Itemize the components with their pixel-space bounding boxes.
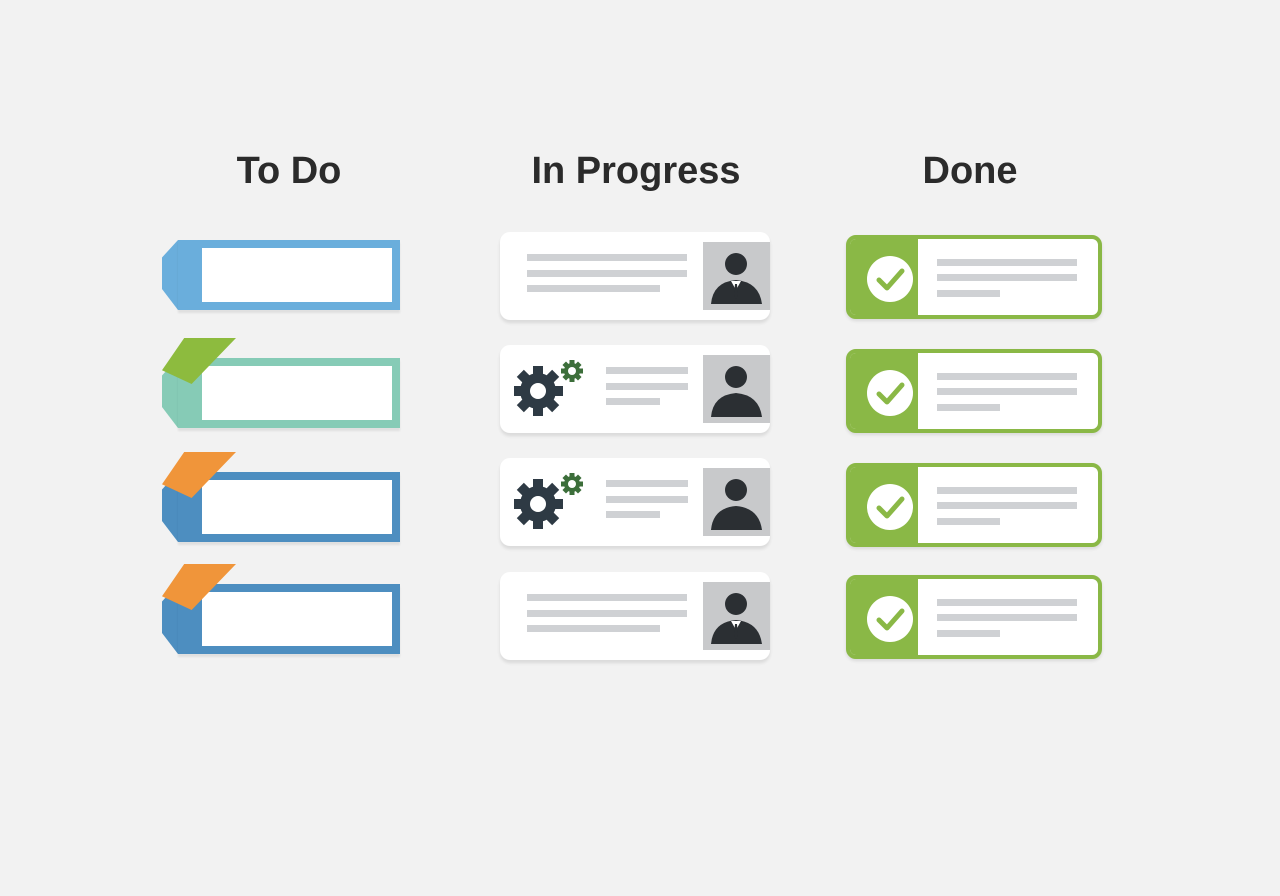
text-line bbox=[527, 625, 660, 632]
text-line bbox=[527, 610, 687, 617]
text-line bbox=[606, 480, 688, 487]
text-line bbox=[937, 290, 1000, 297]
text-line bbox=[937, 259, 1077, 266]
text-line bbox=[527, 254, 687, 261]
avatar bbox=[703, 242, 770, 310]
in-progress-card[interactable] bbox=[500, 232, 770, 320]
column-title-done: Done bbox=[922, 150, 1018, 192]
gears-icon bbox=[514, 360, 583, 416]
text-line bbox=[937, 599, 1077, 606]
card-body bbox=[178, 584, 400, 654]
text-line bbox=[527, 270, 687, 277]
text-line bbox=[937, 373, 1077, 380]
avatar bbox=[703, 582, 770, 650]
text-line bbox=[937, 614, 1077, 621]
text-line bbox=[937, 518, 1000, 525]
text-line bbox=[937, 487, 1077, 494]
text-line bbox=[527, 594, 687, 601]
avatar-icon bbox=[711, 479, 762, 530]
avatar-icon bbox=[711, 366, 762, 417]
check-icon bbox=[867, 484, 913, 530]
in-progress-card[interactable] bbox=[500, 345, 770, 433]
text-line bbox=[937, 404, 1000, 411]
avatar-icon bbox=[711, 593, 762, 644]
in-progress-card[interactable] bbox=[500, 572, 770, 660]
text-line bbox=[527, 285, 660, 292]
text-line bbox=[937, 502, 1077, 509]
text-line bbox=[606, 383, 688, 390]
gears-icon bbox=[514, 473, 583, 529]
text-line bbox=[937, 388, 1077, 395]
todo-card[interactable] bbox=[162, 338, 402, 438]
done-card[interactable] bbox=[846, 463, 1102, 547]
done-card[interactable] bbox=[846, 349, 1102, 433]
todo-card[interactable] bbox=[162, 452, 402, 552]
card-body bbox=[178, 240, 400, 310]
text-line bbox=[937, 630, 1000, 637]
text-line bbox=[606, 398, 660, 405]
card-body bbox=[178, 472, 400, 542]
check-icon bbox=[867, 596, 913, 642]
in-progress-card[interactable] bbox=[500, 458, 770, 546]
card-body bbox=[178, 358, 400, 428]
text-line bbox=[606, 496, 688, 503]
text-line bbox=[606, 511, 660, 518]
check-icon bbox=[867, 370, 913, 416]
column-title-in-progress: In Progress bbox=[531, 150, 741, 192]
text-line bbox=[937, 274, 1077, 281]
avatar bbox=[703, 468, 770, 536]
todo-card[interactable] bbox=[162, 564, 402, 664]
done-card[interactable] bbox=[846, 235, 1102, 319]
avatar bbox=[703, 355, 770, 423]
column-title-todo: To Do bbox=[236, 150, 342, 192]
todo-card[interactable] bbox=[162, 240, 402, 320]
done-card[interactable] bbox=[846, 575, 1102, 659]
check-icon bbox=[867, 256, 913, 302]
text-line bbox=[606, 367, 688, 374]
avatar-icon bbox=[711, 253, 762, 304]
